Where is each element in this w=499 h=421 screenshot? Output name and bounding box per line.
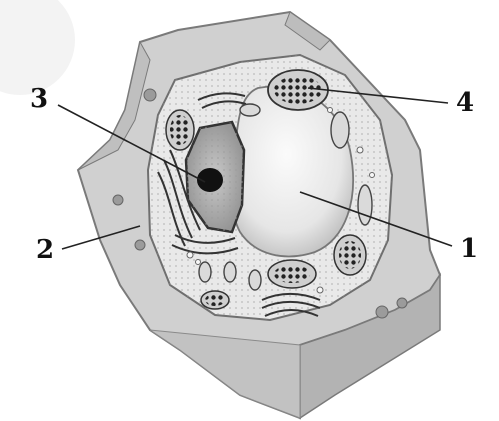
chloroplast [201,291,229,309]
background-shape [0,0,75,95]
label-3: 3 [30,84,48,114]
label-4: 4 [456,88,474,118]
chloroplast [334,235,366,275]
chloroplast [268,260,316,288]
chloroplast [166,110,194,150]
label-1: 1 [460,234,478,264]
chloroplast-4 [268,70,328,110]
label-2: 2 [36,235,54,265]
